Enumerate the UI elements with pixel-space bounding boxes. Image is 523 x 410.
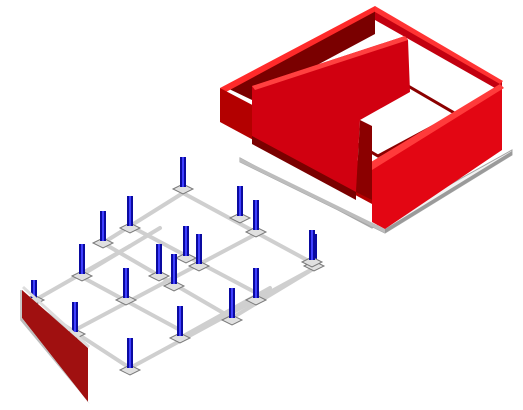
column-footing (228, 186, 252, 224)
column-footing (244, 268, 268, 306)
box-base-slab-right (385, 151, 512, 233)
column-highlight (125, 268, 127, 298)
column-highlight (158, 244, 160, 274)
red-box-structure (220, 6, 513, 234)
column-highlight (81, 244, 83, 274)
column-highlight (179, 306, 181, 336)
column-footing (244, 200, 268, 238)
column-highlight (182, 157, 184, 187)
side-panel-top-edge (22, 286, 90, 348)
column-highlight (173, 254, 175, 284)
footing-pad (91, 237, 115, 249)
footing-pad (244, 294, 268, 306)
side-panel-left-edge (20, 290, 22, 320)
footing-pad (187, 260, 211, 272)
column-footing (300, 230, 324, 268)
box-front-right-wall (372, 88, 502, 229)
footing-pad (162, 280, 186, 292)
box-partition-wall-end (356, 120, 372, 200)
column-footing (118, 338, 142, 376)
footing-pad (118, 222, 142, 234)
footing-pad (118, 364, 142, 376)
box-base-slab-left (240, 158, 385, 233)
footing-pad (147, 270, 171, 282)
column-highlight (239, 186, 241, 216)
column-highlight (255, 200, 257, 230)
box-back-right-wall-top (375, 6, 503, 84)
column-footing (162, 254, 186, 292)
side-wall-panel (20, 286, 90, 404)
column-grid (22, 157, 326, 376)
column-footing (91, 211, 115, 249)
side-panel-face (22, 290, 88, 402)
column-highlight (102, 211, 104, 241)
column-highlight (255, 268, 257, 298)
box-front-right-wall-top (366, 84, 504, 170)
column-highlight (185, 226, 187, 256)
column-highlight (198, 234, 200, 264)
column-footing (168, 306, 192, 344)
column-footing (70, 244, 94, 282)
column-footing (118, 196, 142, 234)
column-footing (114, 268, 138, 306)
box-lower-front-panel (252, 136, 356, 200)
footing-pad (244, 226, 268, 238)
column-highlight (311, 230, 313, 260)
footing-pad (114, 294, 138, 306)
box-back-left-wall-top (220, 6, 378, 92)
column-footing (187, 234, 211, 272)
column-footing (147, 244, 171, 282)
footing-pad (300, 256, 324, 268)
column-highlight (129, 196, 131, 226)
column-highlight (129, 338, 131, 368)
column-highlight (33, 280, 35, 298)
footing-pad (220, 314, 244, 326)
column-highlight (231, 288, 233, 318)
footing-pad (171, 183, 195, 195)
column-footing (220, 288, 244, 326)
column-footing (174, 226, 198, 264)
footing-pad (168, 332, 192, 344)
column-highlight (74, 302, 76, 332)
column-footing (171, 157, 195, 195)
footing-pad (228, 212, 252, 224)
box-partition-wall-top (252, 36, 408, 90)
side-panel-bottom-edge (20, 318, 90, 404)
footing-pad (70, 270, 94, 282)
